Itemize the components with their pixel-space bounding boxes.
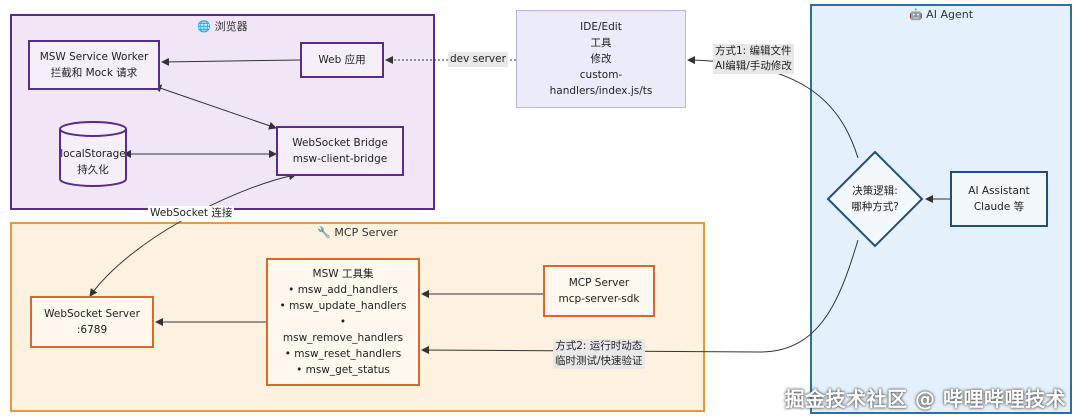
- local-storage-node: localStorage 持久化: [58, 120, 128, 188]
- msw-service-worker-node-line: MSW Service Worker: [39, 51, 149, 63]
- msw-service-worker-node: MSW Service Worker 拦截和 Mock 请求: [28, 40, 160, 90]
- local-storage-label-line: localStorage: [60, 148, 126, 160]
- websocket-server-node-line: :6789: [76, 324, 108, 336]
- edge-label-method2-line: 方式2: 运行时动态: [555, 340, 643, 352]
- edge-decision-method1: [687, 56, 859, 159]
- decision-label-line: 决策逻辑:: [852, 185, 898, 197]
- cylinder-shape: [59, 121, 127, 187]
- web-app-node: Web 应用: [300, 42, 384, 78]
- websocket-server-node: WebSocket Server :6789: [30, 296, 154, 348]
- msw-service-worker-node-line: 拦截和 Mock 请求: [50, 67, 138, 79]
- mcp-server-sdk-node-line: MCP Server: [568, 277, 630, 289]
- ide-edit-node-line: handlers/index.js/ts: [549, 85, 653, 97]
- watermark: 掘金技术社区 @ 哔哩哔哩技术: [784, 387, 1066, 411]
- edge-ws-connection: [89, 172, 297, 297]
- msw-tools-node-line: MSW 工具集: [312, 268, 374, 280]
- local-storage-label: localStorage 持久化: [58, 146, 128, 178]
- mcp-server-sdk-node: MCP Server mcp-server-sdk: [543, 265, 655, 317]
- local-storage-label-line: 持久化: [77, 164, 109, 176]
- websocket-bridge-node-line: WebSocket Bridge: [292, 137, 388, 149]
- edge-label-method1-line: AI编辑/手动修改: [715, 60, 792, 72]
- mcp-server-sdk-node-line: mcp-server-sdk: [558, 293, 640, 305]
- web-app-node-line: Web 应用: [318, 54, 366, 66]
- msw-tools-node: MSW 工具集 • msw_add_handlers • msw_update_ha…: [266, 258, 420, 386]
- ide-edit-node-line: 修改: [590, 53, 612, 65]
- edge-label-method1: 方式1: 编辑文件 AI编辑/手动修改: [713, 44, 794, 74]
- ide-edit-node-line: custom-: [579, 69, 623, 81]
- decision-label-line: 哪种方式?: [851, 201, 899, 213]
- ide-edit-node: IDE/Edit 工具修改 custom-handlers/index.js/ts: [516, 10, 686, 108]
- ide-edit-node-line: IDE/Edit: [580, 21, 622, 33]
- msw-tools-node-line: •: [339, 316, 347, 328]
- msw-tools-node-line: msw_remove_handlers: [282, 332, 404, 344]
- ide-edit-node-line: 工具: [590, 37, 612, 49]
- edge-label-method2-line: 临时测试/快速验证: [555, 355, 643, 367]
- mcp-group-title: 🔧 MCP Server: [317, 226, 398, 239]
- websocket-bridge-node-line: msw-client-bridge: [292, 153, 388, 165]
- edge-decision-method2: [421, 239, 859, 355]
- websocket-bridge-node: WebSocket Bridge msw-client-bridge: [276, 126, 404, 176]
- diamond-shape: [826, 150, 924, 248]
- decision-node: 决策逻辑: 哪种方式?: [826, 150, 924, 248]
- agent-group-title: 🤖 AI Agent: [908, 8, 974, 21]
- edge-label-websocket-connection: WebSocket 连接: [148, 206, 235, 221]
- ai-assistant-node-line: AI Assistant: [968, 185, 1030, 197]
- websocket-server-node-line: WebSocket Server: [44, 308, 140, 320]
- edge-label-method2: 方式2: 运行时动态临时测试/快速验证: [553, 339, 645, 369]
- edge-label-dev-server: dev server: [448, 52, 508, 67]
- browser-group-title: 🌐 浏览器: [197, 20, 248, 33]
- msw-tools-node-line: • msw_reset_handlers: [284, 348, 402, 360]
- edge-label-method1-line: 方式1: 编辑文件: [715, 45, 792, 57]
- msw-tools-node-line: • msw_update_handlers: [279, 300, 407, 312]
- ai-assistant-node-line: Claude 等: [973, 201, 1025, 213]
- edge-webapp-to-sw: [161, 57, 301, 66]
- edge-label-dev-server-line: dev server: [450, 53, 506, 65]
- edge-label-websocket-connection-line: WebSocket 连接: [150, 207, 233, 219]
- msw-tools-node-line: • msw_get_status: [296, 364, 390, 376]
- msw-tools-node-line: • msw_add_handlers: [288, 284, 398, 296]
- decision-label: 决策逻辑: 哪种方式?: [826, 183, 924, 215]
- edge-sw-bridge: [153, 84, 277, 130]
